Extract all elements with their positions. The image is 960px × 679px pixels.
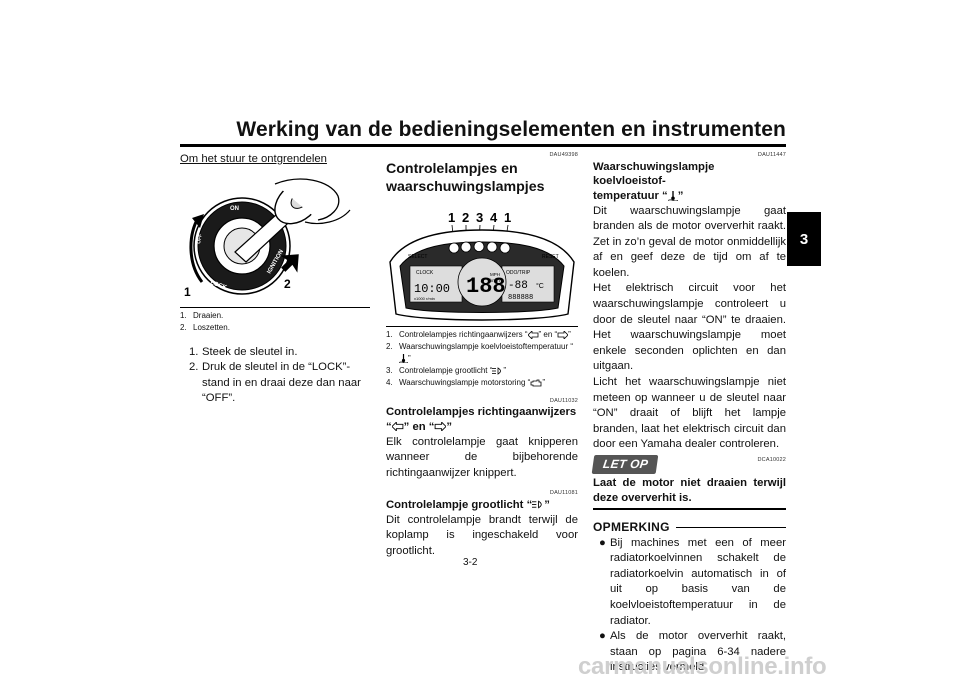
high-beam-text: Dit controlelampje brandt terwijl de kop… xyxy=(386,513,578,557)
figure-callout-numbers: 1 2 3 4 1 xyxy=(448,210,511,225)
figure-label-1: 1 xyxy=(184,285,191,299)
figure-caption-rule xyxy=(386,325,578,327)
column-steering-unlock: Om het stuur te ontgrendelen LOCK IGNITI… xyxy=(180,152,370,407)
legend-item: 3. Controlelampje grootlicht “” xyxy=(386,365,507,375)
coolant-temperature-icon xyxy=(667,190,678,201)
legend-item: 4. Waarschuwingslampje motorstoring “” xyxy=(386,377,545,387)
chapter-tab: 3 xyxy=(787,212,821,266)
dash-time: 10:00 xyxy=(414,282,450,296)
caution-text: Laat de motor niet draaien terwijl deze … xyxy=(593,477,786,505)
dash-trip: 888888 xyxy=(508,294,533,302)
caution-badge: LET OP xyxy=(591,454,659,474)
engine-trouble-icon xyxy=(530,379,542,386)
doc-code: DAU49398 xyxy=(549,152,578,158)
dashboard-figure: 1 2 3 4 1 SELECT xyxy=(386,202,578,326)
coolant-title: Waarschuwingslampje koelvloeistof- tempe… xyxy=(593,160,715,202)
section-heading-unlock: Om het stuur te ontgrendelen xyxy=(180,153,327,165)
figure-caption-rule xyxy=(180,306,370,308)
turn-signal-text: Elk controlelampje gaat knipperen wannee… xyxy=(386,435,578,479)
dash-odo-label: ODO/TRIP xyxy=(506,270,531,276)
lock-label: LOCK xyxy=(209,280,228,291)
note-bullet: ● Bij machines met een of meer radiatork… xyxy=(599,536,786,627)
column-coolant-warning: DAU11447 Waarschuwingslampje koelvloeist… xyxy=(591,152,786,679)
note-bullet: ● Als de motor oververhit raakt, staan o… xyxy=(599,630,786,674)
dash-clock-label: CLOCK xyxy=(416,270,434,276)
dash-reset-label: RESET xyxy=(542,254,559,260)
figure-legend-unlock: 1.Draaien. 2.Loszetten. xyxy=(180,310,370,334)
doc-code: DCA10022 xyxy=(757,457,786,464)
dash-temp: -88 xyxy=(508,280,528,292)
ignition-key-illustration: LOCK IGNITION ON OFF 1 2 xyxy=(184,178,351,299)
turn-right-icon xyxy=(435,422,447,432)
watermark: carmanualsonline.info xyxy=(578,653,827,679)
step-item: 2.Druk de sleutel in de “LOCK”-stand in … xyxy=(189,361,361,405)
legend-item: 2.Loszetten. xyxy=(180,322,230,332)
column-indicators: DAU49398 Controlelampjes en waarschuwing… xyxy=(386,152,578,559)
callout-2: 2 xyxy=(462,210,469,225)
callout-1b: 1 xyxy=(504,210,511,225)
page-number: 3-2 xyxy=(463,557,478,568)
on-label: ON xyxy=(230,206,239,212)
step-item: 1.Steek de sleutel in. xyxy=(189,345,298,358)
legend-item: 2. Waarschuwingslampje koelvloeistoftemp… xyxy=(386,341,573,364)
doc-code: DAU11032 xyxy=(549,397,578,404)
callout-4: 4 xyxy=(490,210,498,225)
section-title-indicators: Controlelampjes en waarschuwingslampjes xyxy=(386,160,545,195)
header-rule xyxy=(180,144,786,147)
callout-3: 3 xyxy=(476,210,483,225)
note-title: OPMERKING xyxy=(593,520,670,535)
figure-legend-indicators: 1. Controlelampjes richtingaanwijzers “”… xyxy=(386,329,578,389)
caution-header: LET OP DCA10022 xyxy=(591,454,786,474)
legend-item: 1.Draaien. xyxy=(180,310,224,320)
coolant-paragraph-1: Dit waarschuwingslampje gaat branden als… xyxy=(593,204,786,279)
dash-kmh: km/h xyxy=(490,278,500,283)
high-beam-icon xyxy=(492,366,502,375)
high-beam-icon xyxy=(532,500,542,509)
dashboard-illustration: 1 2 3 4 1 SELECT xyxy=(389,210,575,321)
page-header-title: Werking van de bedieningselementen en in… xyxy=(236,118,786,141)
turn-right-icon xyxy=(557,330,569,339)
off-label: OFF xyxy=(196,233,204,244)
callout-1: 1 xyxy=(448,210,455,225)
caution-rule xyxy=(593,508,786,511)
doc-code: DAU11081 xyxy=(549,490,578,497)
dash-select-label: SELECT xyxy=(408,254,427,260)
dash-rpm: x1000 r/min xyxy=(414,296,435,301)
coolant-paragraph-2: Het elektrisch circuit voor het waarschu… xyxy=(593,282,786,373)
dash-temp-unit: °C xyxy=(536,282,544,290)
dash-speed: 188 xyxy=(466,274,506,299)
unlock-steps: 1.Steek de sleutel in. 2.Druk de sleutel… xyxy=(180,345,370,407)
legend-item: 1. Controlelampjes richtingaanwijzers “”… xyxy=(386,329,571,339)
ignition-key-figure: LOCK IGNITION ON OFF 1 2 xyxy=(180,174,370,307)
turn-left-icon xyxy=(527,330,538,339)
figure-label-2: 2 xyxy=(284,277,291,291)
note-header: OPMERKING xyxy=(593,519,786,536)
turn-left-icon xyxy=(391,422,404,432)
dash-mph: MPH xyxy=(490,272,500,277)
high-beam-title: Controlelampje grootlicht “” xyxy=(386,498,550,511)
doc-code: DAU11447 xyxy=(757,152,786,158)
coolant-temperature-icon xyxy=(399,354,408,364)
turn-signal-title: Controlelampjes richtingaanwijzers “” en… xyxy=(386,406,577,433)
coolant-paragraph-3: Licht het waarschuwingslampje niet metee… xyxy=(593,375,786,451)
